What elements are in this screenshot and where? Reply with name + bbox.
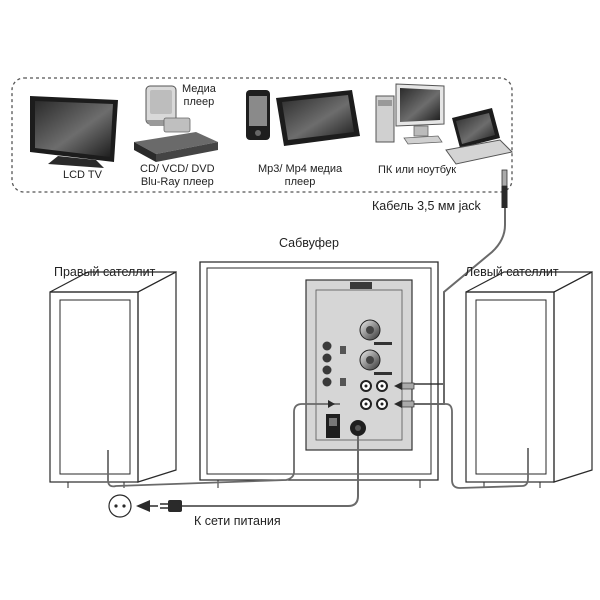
- subwoofer: [199, 261, 439, 488]
- rca-plug-arrows: [394, 382, 415, 408]
- media-player-label-line2: плеер: [183, 96, 215, 108]
- lcd-tv-icon: [30, 96, 118, 168]
- lcd-tv-label: LCD TV: [63, 169, 102, 181]
- left-satellite-label: Левый сателлит: [465, 265, 559, 279]
- speaker-wires: [107, 400, 529, 489]
- sources-frame: [11, 77, 513, 193]
- pc-label: ПК или ноутбук: [378, 164, 457, 176]
- mp3-player-icon: [246, 90, 270, 140]
- right-satellite-label: Правый сателлит: [54, 265, 156, 279]
- subwoofer-rear-panel: [305, 279, 415, 451]
- disc-player-label-line2: Blu-Ray плеер: [140, 176, 214, 188]
- mp3-player-label-line1: Mp3/ Mp4 медиа: [258, 163, 343, 175]
- mp3-player-label-line2: плеер: [284, 176, 316, 188]
- power-label: К сети питания: [194, 514, 281, 528]
- media-player-icon: [145, 85, 180, 126]
- control-buttons: [322, 341, 346, 387]
- right-satellite-speaker: [49, 271, 177, 488]
- rca-input-jacks: [360, 380, 388, 410]
- tablet-icon: [276, 90, 360, 146]
- power-cable: [136, 436, 359, 512]
- wall-outlet-icon: [108, 494, 132, 518]
- left-satellite-speaker: [465, 271, 593, 488]
- volume-knob-icon: [359, 319, 392, 345]
- disc-player-icon: [134, 117, 218, 162]
- media-player-label-line1: Медиа: [182, 83, 216, 95]
- pc-icon: [375, 83, 445, 145]
- power-switch-icon: [326, 414, 340, 438]
- disc-player-label-line1: CD/ VCD/ DVD: [140, 163, 215, 175]
- media-player-label: Медиа плеер: [182, 83, 216, 109]
- cable-label: Кабель 3,5 мм jack: [372, 199, 481, 213]
- laptop-icon: [445, 108, 514, 165]
- subwoofer-label: Сабвуфер: [279, 236, 339, 250]
- disc-player-label: CD/ VCD/ DVD Blu-Ray плеер: [140, 163, 215, 189]
- bass-knob-icon: [359, 349, 392, 375]
- power-socket-icon: [350, 420, 366, 436]
- mp3-player-label: Mp3/ Mp4 медиа плеер: [258, 163, 342, 189]
